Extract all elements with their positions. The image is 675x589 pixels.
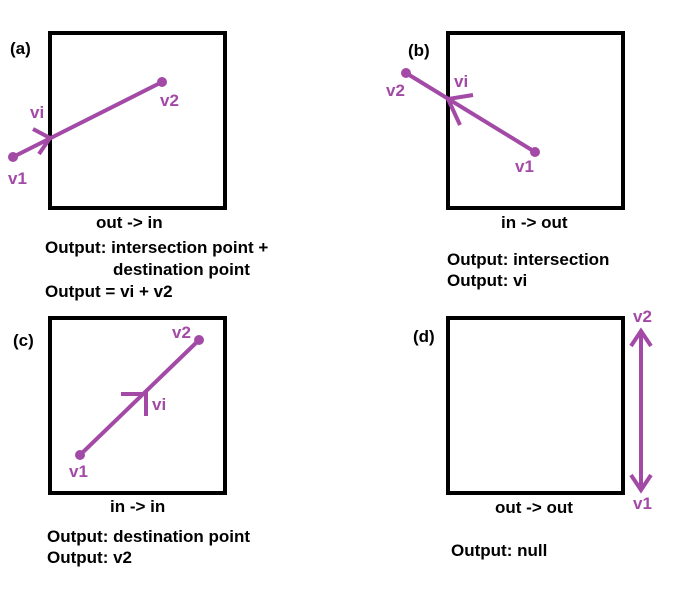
panel-c-v1-point — [75, 450, 85, 460]
panel-a-v2-label: v2 — [160, 91, 179, 110]
panel-d-output-line1: Output: null — [451, 541, 547, 560]
panel-a-output-line1: Output: intersection point + — [45, 238, 268, 257]
panel-d-letter: (d) — [413, 327, 435, 346]
panel-d-caption: out -> out — [495, 498, 573, 517]
panel-b-clip-window — [446, 31, 625, 210]
panel-b-output-line2: Output: vi — [447, 271, 527, 290]
panel-a-output-line2: destination point — [113, 260, 250, 279]
panel-a-intersection-arrow — [32, 127, 53, 156]
panel-d-clip-window — [446, 316, 625, 495]
panel-a-clip-window — [48, 31, 227, 210]
panel-b-v2-label: v2 — [386, 81, 405, 100]
panel-a: (a) v1 v2 vi out -> in Output: intersect… — [8, 31, 268, 301]
panel-a-v1-point — [8, 152, 18, 162]
panel-c-v2-point — [194, 335, 204, 345]
panel-b-output-line1: Output: intersection — [447, 250, 609, 269]
panel-c-clip-window — [48, 316, 227, 495]
panel-b-v1-label: v1 — [515, 157, 534, 176]
panel-b-v2-point — [401, 68, 411, 78]
panel-c-segment — [78, 338, 201, 457]
panel-b-vi-label: vi — [454, 72, 468, 91]
panel-a-v2-point — [157, 77, 167, 87]
panel-c-output-line1: Output: destination point — [47, 527, 250, 546]
panel-d-v1-label: v1 — [633, 494, 652, 513]
panel-c-letter: (c) — [13, 331, 34, 350]
panel-a-output-line3: Output = vi + v2 — [45, 282, 173, 301]
panel-c-vi-label: vi — [152, 395, 166, 414]
panel-b-intersection-arrow — [445, 93, 474, 126]
panel-a-vi-label: vi — [30, 103, 44, 122]
panel-c-output-line2: Output: v2 — [47, 548, 132, 567]
panel-c-v1-label: v1 — [69, 462, 88, 481]
panel-d-top-arrowhead — [629, 327, 653, 348]
panel-b: (b) v2 v1 vi in -> out Output: intersect… — [386, 31, 625, 290]
panel-a-caption: out -> in — [96, 213, 163, 232]
panel-d-v2-label: v2 — [633, 307, 652, 326]
panel-a-v1-label: v1 — [8, 169, 27, 188]
panel-b-v1-point — [530, 147, 540, 157]
panel-c-v2-label: v2 — [172, 323, 191, 342]
panel-d-bottom-arrowhead — [629, 473, 653, 494]
panel-a-letter: (a) — [10, 39, 31, 58]
panel-b-letter: (b) — [408, 41, 430, 60]
panel-b-caption: in -> out — [501, 213, 568, 232]
panel-c: (c) v1 v2 vi in -> in Output: destinatio… — [13, 316, 250, 567]
panel-b-segment — [404, 71, 537, 154]
panel-a-segment — [12, 80, 163, 159]
panel-c-vi-arrow — [121, 392, 148, 416]
panel-c-caption: in -> in — [110, 497, 165, 516]
panel-d: (d) v2 v1 out -> out Output: null — [413, 307, 653, 560]
